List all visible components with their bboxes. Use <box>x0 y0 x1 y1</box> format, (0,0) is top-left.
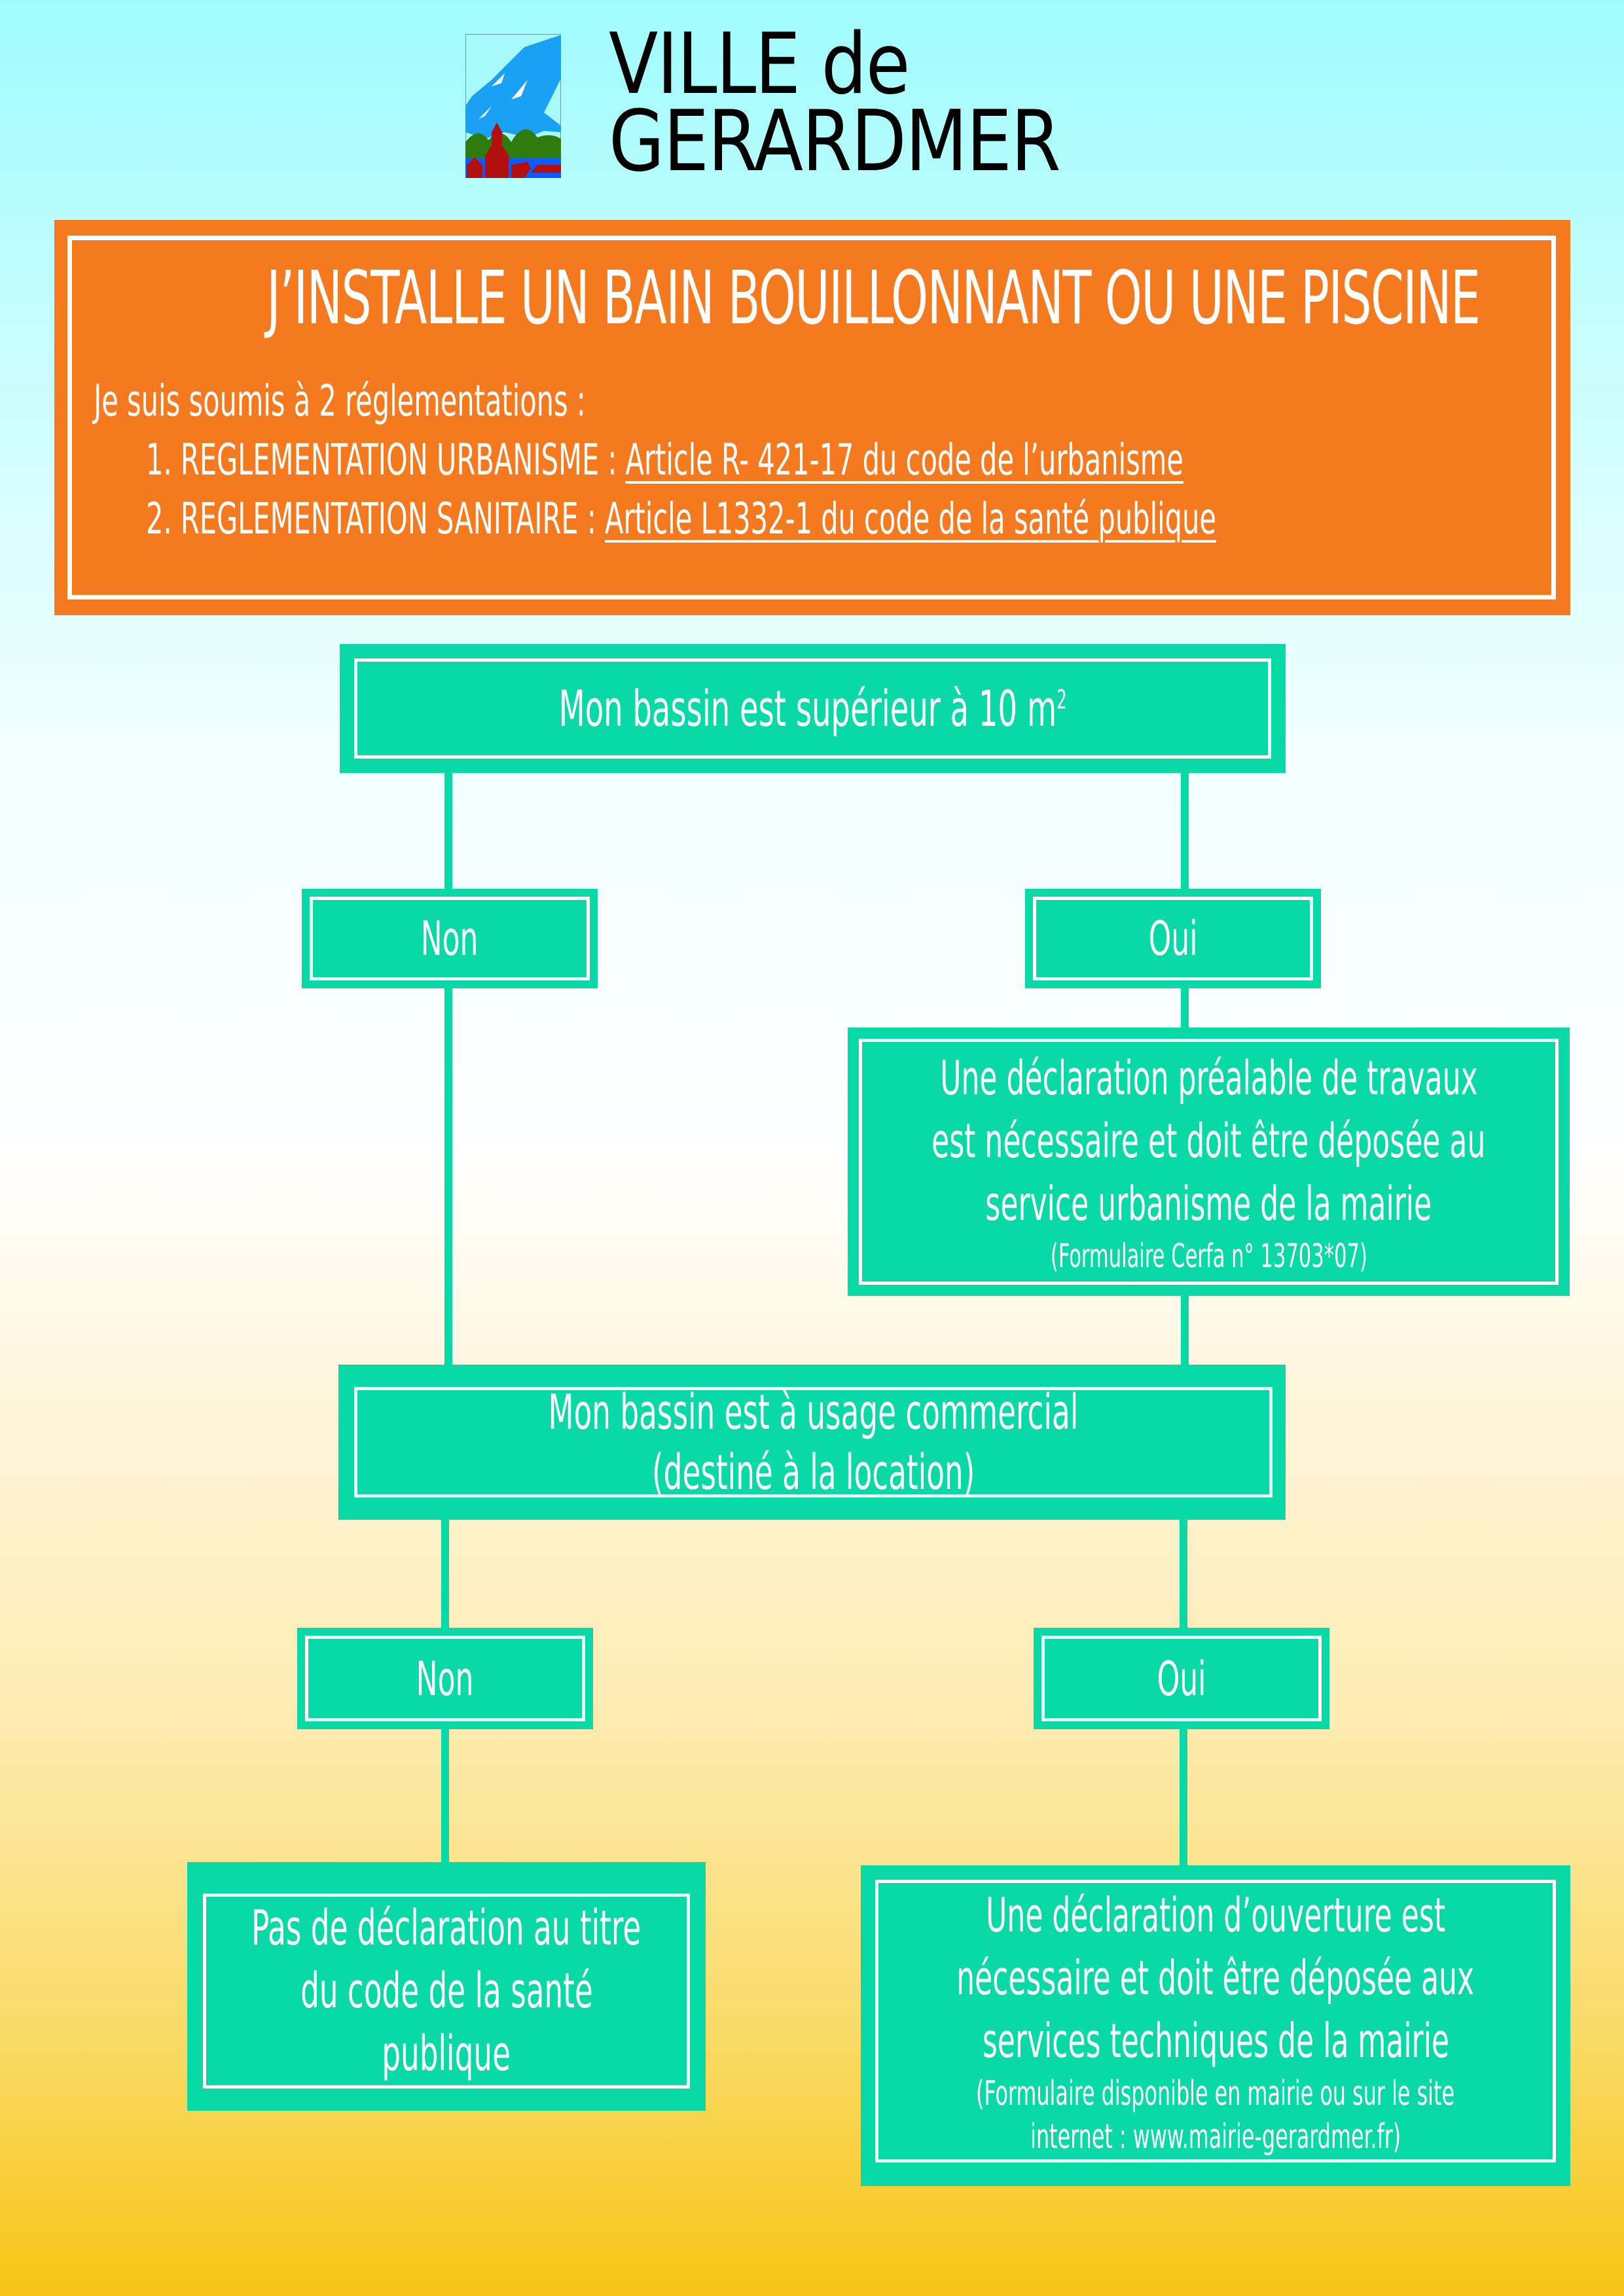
question-commercial-line: (destiné à la location) <box>651 1444 975 1501</box>
answer-yes-label: Oui <box>1148 911 1198 966</box>
connector-no1-q2 <box>444 988 452 1365</box>
question-surface-text: Mon bassin est supérieur à 10 m2 <box>558 679 1067 738</box>
result-line: du code de la santé <box>300 1963 593 2019</box>
answer-no-surface[interactable]: Non <box>302 889 598 988</box>
rule-urbanisme-label: 1. REGLEMENTATION URBANISME : <box>146 435 626 485</box>
rule-sanitaire: 2. REGLEMENTATION SANITAIRE : Article L1… <box>146 495 1216 543</box>
question-commercial-line: Mon bassin est à usage commercial <box>548 1384 1079 1441</box>
result-line: service urbanisme de la mairie <box>985 1176 1432 1231</box>
result-line: Pas de déclaration au titre <box>251 1900 641 1956</box>
rule-urbanisme: 1. REGLEMENTATION URBANISME : Article R-… <box>146 436 1183 484</box>
result-line: Une déclaration d’ouverture est <box>986 1888 1445 1943</box>
result-line: nécessaire et doit être déposée aux <box>956 1950 1475 2005</box>
answer-yes-surface[interactable]: Oui <box>1025 889 1321 988</box>
result-line: Une déclaration préalable de travaux <box>939 1050 1478 1105</box>
connector-yes1-result <box>1181 988 1189 1028</box>
brand-line1: VILLE de <box>609 16 911 113</box>
brand-wordmark: VILLE de GERARDMER <box>609 16 1061 190</box>
banner-frame <box>67 236 1556 600</box>
result-note: (Formulaire disponible en mairie ou sur … <box>976 2074 1455 2113</box>
result-line: est nécessaire et doit être déposée au <box>931 1113 1486 1168</box>
result-no-declaration: Pas de déclaration au titre du code de l… <box>187 1862 706 2111</box>
connector-q1-no <box>444 773 452 889</box>
result-line: publique <box>382 2026 511 2082</box>
result-declaration-prealable: Une déclaration préalable de travaux est… <box>848 1028 1570 1296</box>
result-line: services techniques de la mairie <box>982 2013 1449 2068</box>
answer-yes-commercial[interactable]: Oui <box>1034 1628 1329 1729</box>
question-commercial: Mon bassin est à usage commercial (desti… <box>338 1365 1286 1520</box>
result-note-website[interactable]: internet : www.mairie-gerardmer.fr) <box>1030 2117 1401 2157</box>
result-note: (Formulaire Cerfa n° 13703*07) <box>1050 1237 1367 1275</box>
banner-lead: Je suis soumis à 2 réglementations : <box>94 376 586 426</box>
answer-no-commercial[interactable]: Non <box>297 1628 593 1729</box>
answer-no-label: Non <box>416 1651 474 1706</box>
connector-yes2-result <box>1180 1729 1187 1865</box>
rule-sanitaire-label: 2. REGLEMENTATION SANITAIRE : <box>146 493 605 544</box>
connector-q2-yes <box>1180 1520 1187 1628</box>
answer-yes-label: Oui <box>1157 1651 1206 1706</box>
page-title: J’INSTALLE UN BAIN BOUILLONNANT OU UNE P… <box>266 256 1481 341</box>
rule-sanitaire-link[interactable]: Article L1332-1 du code de la santé publ… <box>605 493 1216 544</box>
connector-no2-result <box>441 1729 449 1862</box>
regulation-banner: J’INSTALLE UN BAIN BOUILLONNANT OU UNE P… <box>54 220 1570 615</box>
question-surface: Mon bassin est supérieur à 10 m2 <box>340 644 1286 773</box>
answer-no-label: Non <box>421 911 478 966</box>
connector-result-q2 <box>1181 1296 1189 1365</box>
result-declaration-ouverture: Une déclaration d’ouverture est nécessai… <box>861 1865 1570 2186</box>
rule-urbanisme-link[interactable]: Article R- 421-17 du code de l’urbanisme <box>625 435 1183 485</box>
connector-q2-no <box>441 1520 449 1628</box>
brand-line2: GERARDMER <box>609 93 1061 190</box>
connector-q1-yes <box>1181 773 1189 889</box>
city-logo-icon <box>465 34 561 178</box>
